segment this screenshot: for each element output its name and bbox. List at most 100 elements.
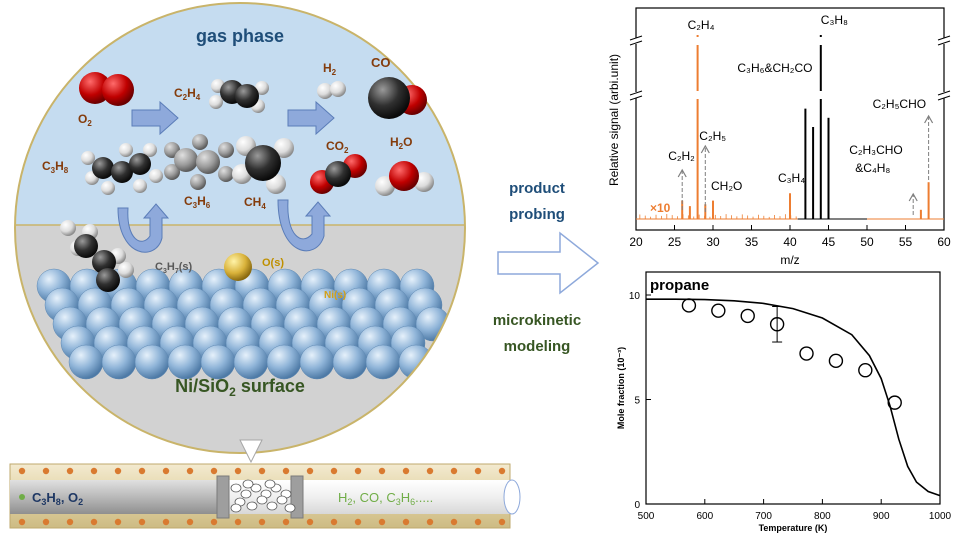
x-tick-label: 500 [638,511,655,522]
heating-dot [378,467,386,475]
co-label: CO [371,55,391,70]
data-point [858,363,873,378]
gas-phase-title: gas phase [196,26,284,46]
pellet [276,495,288,505]
os-label: O(s) [262,257,284,269]
heating-dot [354,467,362,475]
heating-dot [186,518,194,526]
heating-dot [234,467,242,475]
heating-dot [258,467,266,475]
x-tick-label: 60 [937,235,951,249]
pellet [284,503,296,513]
data-point [681,298,697,313]
heating-dot [450,518,458,526]
ni-atom-icon [134,344,170,380]
heating-dot [162,467,170,475]
mole-ylabel: Mole fraction (10⁻³) [616,347,626,429]
heating-dot [354,518,362,526]
c2h4-label: C2H4 [174,86,201,102]
heating-dot [66,518,74,526]
pellet [246,501,258,511]
heating-dot [66,467,74,475]
heating-dot [114,467,122,475]
ch4-label: CH4 [244,195,266,211]
heating-dot [450,467,458,475]
x-tick-label: 55 [899,235,913,249]
pellet [266,501,278,511]
spectrum-ylabel: Relative signal (arbi.unit) [607,54,621,186]
annotation-arrowhead [700,144,710,154]
peak-annotation: C₂H₅ [699,129,726,143]
h2o-label: H2O [390,135,412,151]
heating-dot [330,467,338,475]
data-point [799,346,814,361]
ni-atom-icon [299,344,335,380]
x-tick-label: 35 [745,235,759,249]
peak-annotation: C₃H₄ [778,171,805,185]
pellet [256,495,268,505]
heating-dot [402,518,410,526]
heating-dot [258,518,266,526]
reaction-arrow-icon [131,100,179,136]
peak-annotation: C₂H₃CHO [849,143,903,157]
h2o-molecule-icon [375,161,434,196]
co-molecule-icon [368,77,427,119]
peak-annotation: CH₂O [711,179,742,193]
inner-tube-right [300,480,510,514]
heating-dot [474,467,482,475]
data-point [711,303,726,318]
products-label: H2, CO, C3H6..... [338,490,433,507]
pellet [242,479,254,489]
x-tick-label: 20 [629,235,643,249]
peak-break [817,91,824,99]
model-curve [646,298,941,497]
quartz-wool-plug [216,475,230,519]
peak-annotation: C₂H₄ [688,18,715,32]
axis-break-marks [629,35,951,101]
ni-atom-icon [233,344,269,380]
o-adsorbate-icon [224,253,252,281]
x-tick-label: 50 [860,235,874,249]
heating-dot [186,467,194,475]
heating-dot [42,467,50,475]
x-tick-label: 900 [873,511,890,522]
reaction-arrow-icon [287,100,335,136]
mole-title: propane [650,277,709,294]
c3h7s-label: C3H7(s) [155,261,192,275]
peak-annotation: C₃H₈ [821,13,848,27]
ni-atom-icon [101,344,137,380]
heating-dot [138,467,146,475]
mass-spectrum-chart: C₂H₂C₂H₄C₂H₅CH₂OC₃H₄C₃H₆&CH₂COC₃H₈C₂H₃CH… [607,7,951,267]
heating-dot [402,467,410,475]
pellet [240,489,252,499]
heating-dot [138,518,146,526]
data-point [887,395,902,410]
c3h8-molecule-icon [81,143,163,195]
o2-molecule-icon [79,72,134,106]
pellet [230,483,242,493]
catalyst-pellets [230,479,296,513]
peak-annotation: C₂H₂ [668,149,695,163]
heating-dot [498,518,506,526]
reactants-label: C3H8, O2 [32,490,83,507]
zoom-pointer-icon [239,439,263,464]
ni-atom-icon [365,344,401,380]
pellet [230,503,242,513]
reactant-dot-icon [19,494,25,500]
ni-atom-icon [167,344,203,380]
mole-frame [645,271,941,505]
heating-dot [498,467,506,475]
heating-dots [18,467,506,526]
heating-dot [426,467,434,475]
circle-outline [14,2,466,454]
heating-dot [426,518,434,526]
heating-dot [306,518,314,526]
data-point [828,353,844,369]
annotation-arrowhead [924,114,934,124]
product-probing-label-2: probing [509,206,565,223]
annotation-arrowhead [677,168,687,178]
peak-annotation: C₂H₅CHO [873,97,927,111]
data-point [769,317,785,332]
y-tick-label: 0 [634,500,640,511]
